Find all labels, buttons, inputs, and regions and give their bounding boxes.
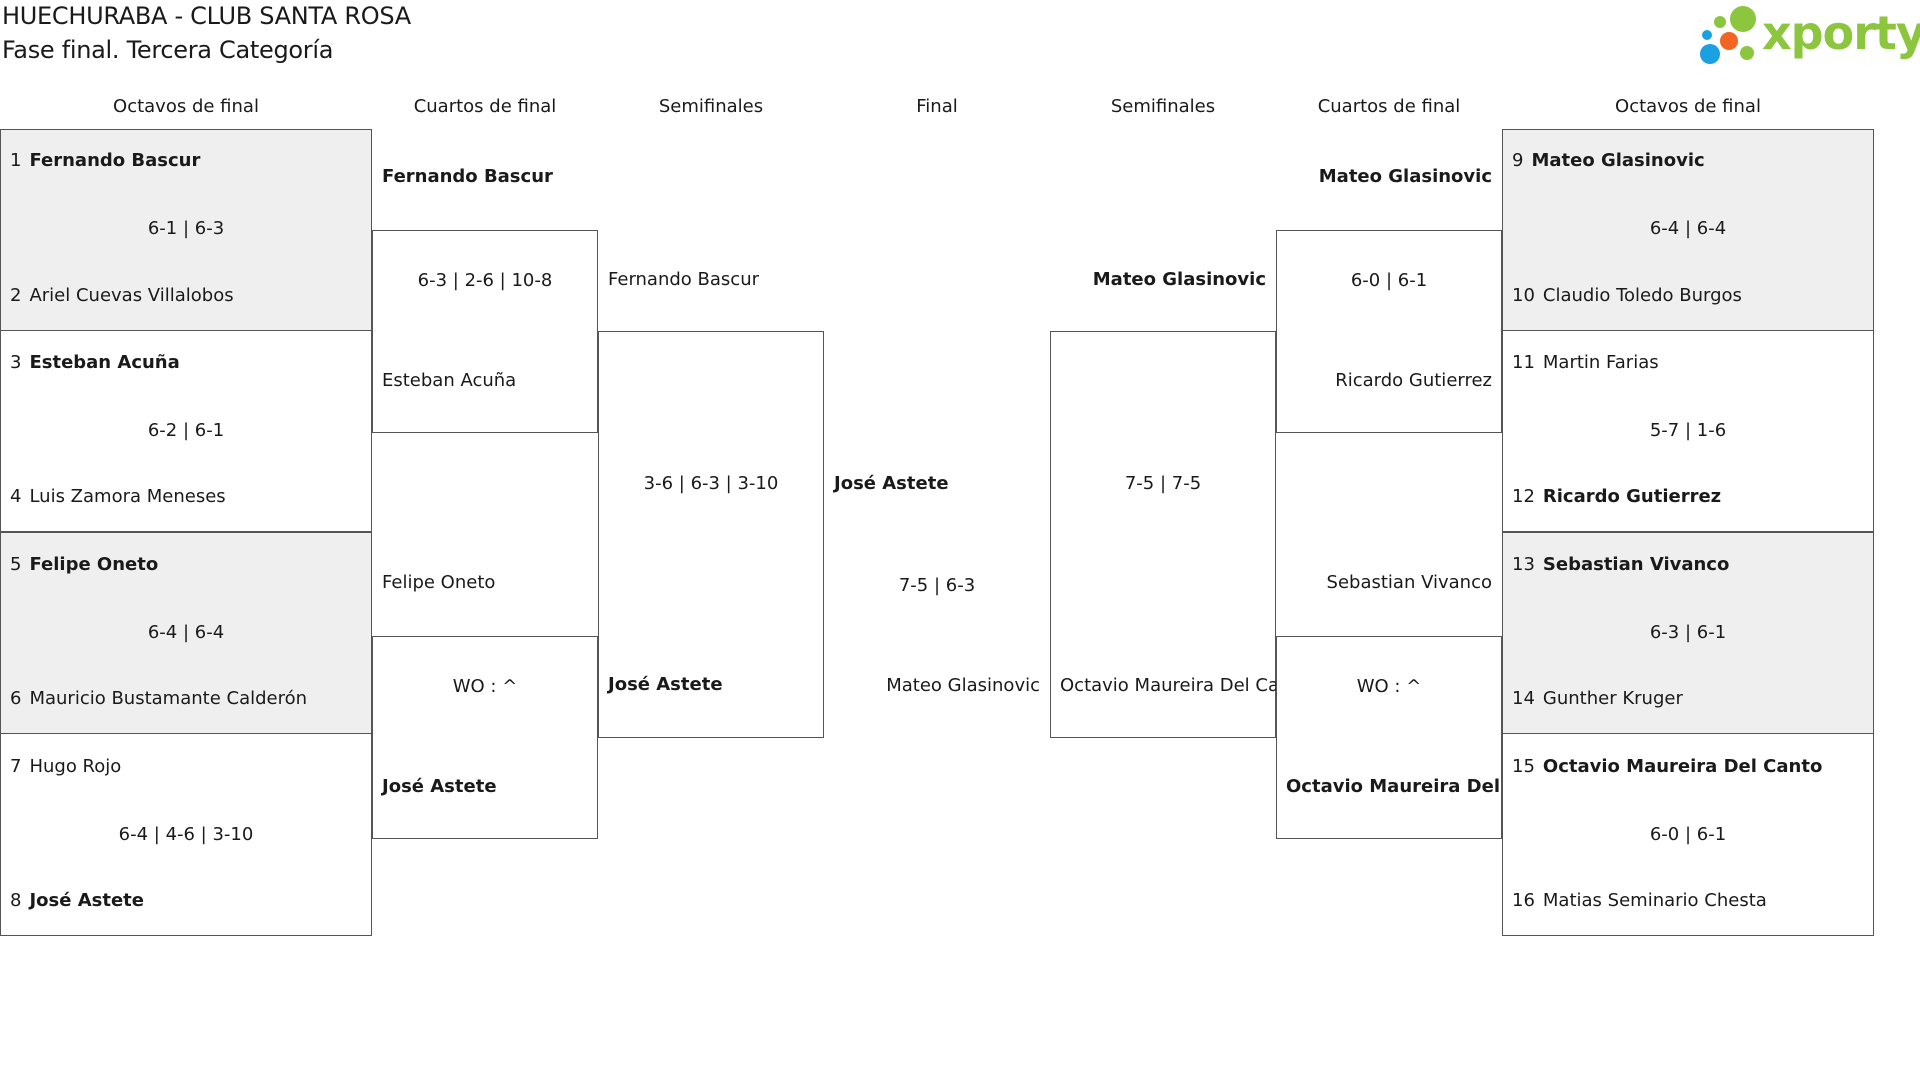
logo-dot-blue-large <box>1700 44 1720 64</box>
seed-number: 13 <box>1512 554 1535 575</box>
match-box-qf-right-2 <box>1276 636 1502 839</box>
seed-number: 14 <box>1512 688 1535 709</box>
logo-wordmark: xporty <box>1762 6 1920 60</box>
match-score: 6-1 | 6-3 <box>147 218 225 239</box>
player-name: Sebastian Vivanco <box>1326 572 1492 593</box>
logo-dot-orange <box>1720 32 1738 50</box>
match-box-r16-left-1 <box>0 129 372 331</box>
logo-dot-green-small <box>1714 16 1726 28</box>
seed-number: 10 <box>1512 285 1535 306</box>
match-box-qf-right-1 <box>1276 230 1502 433</box>
column-header-final: Final <box>916 96 958 117</box>
seed-number: 12 <box>1512 486 1535 507</box>
column-header-right-qf: Cuartos de final <box>1317 96 1461 117</box>
match-score: 6-0 | 6-1 <box>1649 824 1727 845</box>
player-name: Fernando Bascur <box>382 166 553 187</box>
player-name: Mateo Glasinovic <box>886 675 1040 696</box>
player-name: Esteban Acuña <box>382 370 517 391</box>
seed-number: 7 <box>10 756 22 777</box>
match-score: 6-4 | 4-6 | 3-10 <box>118 824 254 845</box>
column-header-left-r16: Octavos de final <box>113 96 259 117</box>
player-name: Ricardo Gutierrez <box>1335 370 1492 391</box>
seed-number: 2 <box>10 285 22 306</box>
player-name: Fernando Bascur <box>608 269 759 290</box>
seed-number: 6 <box>10 688 22 709</box>
seed-number: 9 <box>1512 150 1524 171</box>
match-score: 7-5 | 6-3 <box>898 575 976 596</box>
match-box-r16-right-3 <box>1502 532 1874 734</box>
seed-number: 11 <box>1512 352 1535 373</box>
match-box-r16-left-4 <box>0 733 372 936</box>
match-score: 5-7 | 1-6 <box>1649 420 1727 441</box>
logo-dot-blue-small <box>1702 30 1712 40</box>
player-name: Octavio Maureira Del Canto <box>1286 776 1502 797</box>
player-name: Mateo Glasinovic <box>1092 269 1266 290</box>
match-score: 6-4 | 6-4 <box>147 622 225 643</box>
column-header-right-r16: Octavos de final <box>1615 96 1761 117</box>
logo-dot-green <box>1730 6 1756 32</box>
match-box-r16-left-3 <box>0 532 372 734</box>
column-header-left-qf: Cuartos de final <box>413 96 557 117</box>
match-box-sf-right <box>1050 331 1276 738</box>
match-box-r16-left-2 <box>0 330 372 532</box>
logo-dot-green-low <box>1740 46 1754 60</box>
seed-number: 15 <box>1512 756 1535 777</box>
match-score: 7-5 | 7-5 <box>1124 473 1202 494</box>
match-box-r16-right-2 <box>1502 330 1874 532</box>
player-name: Mateo Glasinovic <box>1318 166 1492 187</box>
player-name: José Astete <box>608 674 723 695</box>
seed-number: 16 <box>1512 890 1535 911</box>
match-score: 6-0 | 6-1 <box>1350 270 1428 291</box>
seed-number: 8 <box>10 890 22 911</box>
tournament-title: HUECHURABA - CLUB SANTA ROSA <box>2 2 411 30</box>
match-score: 6-4 | 6-4 <box>1649 218 1727 239</box>
match-box-r16-right-4 <box>1502 733 1874 936</box>
player-name: José Astete <box>382 776 497 797</box>
match-box-r16-right-1 <box>1502 129 1874 331</box>
seed-number: 4 <box>10 486 22 507</box>
player-name: Felipe Oneto <box>382 572 496 593</box>
match-score: 6-3 | 2-6 | 10-8 <box>417 270 553 291</box>
match-score: WO : ^ <box>1356 676 1422 697</box>
match-score: 6-2 | 6-1 <box>147 420 225 441</box>
match-score: WO : ^ <box>452 676 518 697</box>
seed-number: 1 <box>10 150 22 171</box>
match-score: 3-6 | 6-3 | 3-10 <box>643 473 779 494</box>
xporty-logo[interactable]: xporty <box>1690 2 1920 72</box>
tournament-subtitle: Fase final. Tercera Categoría <box>2 36 334 64</box>
seed-number: 5 <box>10 554 22 575</box>
match-score: 6-3 | 6-1 <box>1649 622 1727 643</box>
player-name: José Astete <box>834 473 949 494</box>
match-box-sf-left <box>598 331 824 738</box>
column-header-left-sf: Semifinales <box>658 96 764 117</box>
column-header-right-sf: Semifinales <box>1110 96 1216 117</box>
match-box-qf-left-2 <box>372 636 598 839</box>
seed-number: 3 <box>10 352 22 373</box>
player-name: Octavio Maureira Del Canto <box>1060 675 1276 696</box>
match-box-qf-left-1 <box>372 230 598 433</box>
